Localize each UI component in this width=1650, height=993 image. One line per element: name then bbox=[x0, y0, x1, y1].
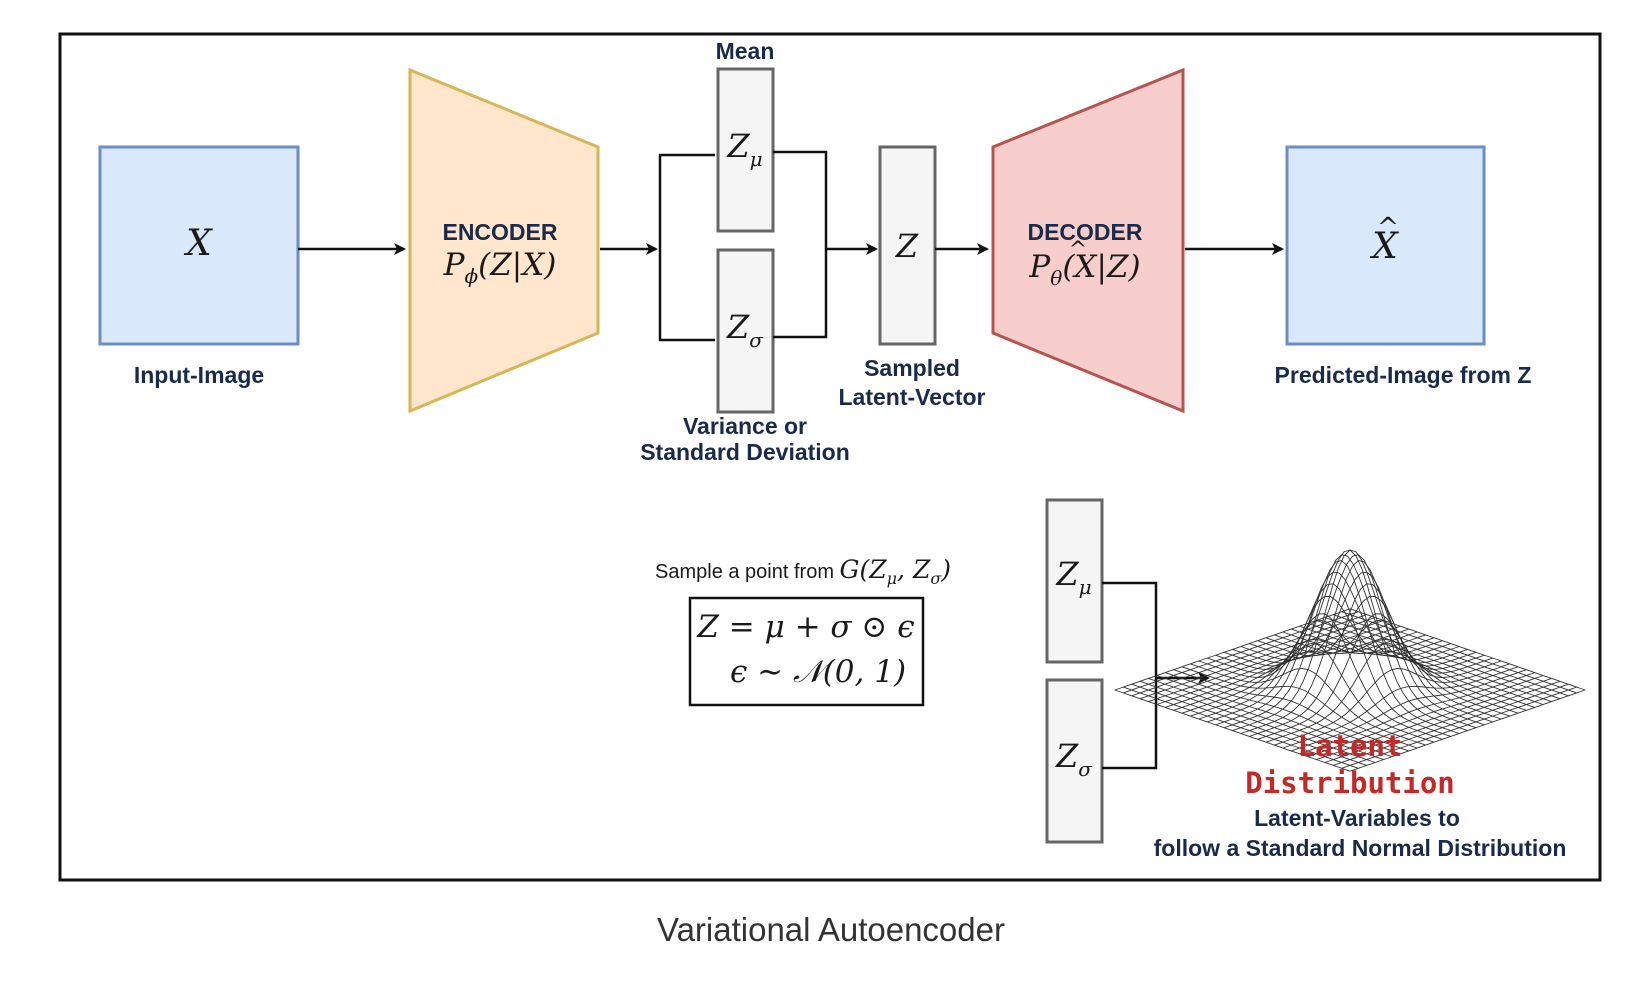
gaussian-mesh-line bbox=[1249, 583, 1485, 737]
latent-mean-box bbox=[1045, 498, 1104, 664]
gaussian-mesh-line bbox=[1148, 677, 1384, 761]
sampling-eq2: ϵ ∼ 𝒩(0, 1) bbox=[730, 654, 906, 690]
split-connector bbox=[658, 153, 715, 342]
gaussian-mesh-line bbox=[1165, 672, 1401, 755]
gaussian-mesh-line bbox=[1131, 683, 1367, 766]
gaussian-mesh-line bbox=[1299, 672, 1535, 755]
decoder-trapezoid bbox=[991, 67, 1185, 414]
input-symbol: X bbox=[183, 223, 213, 264]
mean-label: Mean bbox=[716, 38, 775, 64]
gaussian-mesh-line bbox=[1232, 549, 1468, 732]
gaussian-mesh-line bbox=[1282, 666, 1519, 749]
output-symbol: X bbox=[1369, 226, 1399, 267]
gaussian-mesh-line bbox=[1207, 613, 1443, 740]
latent-sigma-symbol: Zσ bbox=[1055, 737, 1093, 781]
gaussian-mesh-line bbox=[1349, 689, 1586, 772]
gaussian-mesh-line bbox=[1173, 669, 1409, 752]
encoder-trapezoid bbox=[408, 67, 600, 414]
latent-desc-line2: follow a Standard Normal Distribution bbox=[1154, 835, 1567, 861]
latent-title-line2: Distribution bbox=[1245, 766, 1455, 800]
gaussian-mesh-line bbox=[1190, 663, 1426, 746]
figure-caption: Variational Autoencoder bbox=[657, 911, 1005, 948]
latent-title-line1: Latent bbox=[1298, 729, 1403, 763]
decoder-formula: Pθ(X|Z) bbox=[1028, 249, 1140, 290]
output-hat-accent: ^ bbox=[1377, 213, 1399, 243]
sampling-prefix: Sample a point from G(Zμ, Zσ) bbox=[655, 555, 951, 588]
encoder-title: ENCODER bbox=[442, 219, 557, 245]
sampled-latent-box bbox=[878, 145, 937, 346]
gaussian-mesh-line bbox=[1307, 675, 1544, 758]
latent-mean-symbol: Zμ bbox=[1055, 555, 1091, 599]
encoder-formula: Pϕ(Z|X) bbox=[443, 247, 557, 288]
output-image-label: Predicted-Image from Z bbox=[1275, 362, 1532, 388]
variance-label-line2: Standard Deviation bbox=[640, 439, 850, 465]
decoder-xhat-accent: ^ bbox=[1069, 238, 1087, 263]
gaussian-mesh-line bbox=[1181, 666, 1418, 749]
gaussian-mesh-line bbox=[1333, 683, 1569, 766]
gaussian-mesh-line bbox=[1324, 680, 1561, 763]
gaussian-mesh-line bbox=[1215, 583, 1451, 737]
sampled-symbol: Z bbox=[895, 227, 919, 265]
gaussian-surface-mesh bbox=[1114, 549, 1586, 772]
variance-label-line1: Variance or bbox=[683, 413, 807, 439]
latent-desc-line1: Latent-Variables to bbox=[1254, 805, 1460, 831]
input-image-label: Input-Image bbox=[134, 362, 264, 388]
input-image-box bbox=[98, 145, 300, 346]
gaussian-mesh-line bbox=[1240, 560, 1477, 734]
gaussian-mesh-line bbox=[1156, 675, 1393, 758]
sampled-label-line1: Sampled bbox=[864, 355, 960, 381]
variance-box bbox=[716, 248, 775, 414]
gaussian-mesh-line bbox=[1123, 686, 1359, 769]
variance-symbol: Zσ bbox=[726, 308, 764, 352]
sampling-eq1: Z = μ + σ ⊙ ϵ bbox=[696, 609, 914, 645]
gaussian-mesh-line bbox=[1274, 663, 1510, 746]
gaussian-mesh-line bbox=[1291, 669, 1527, 752]
decoder-title: DECODER bbox=[1027, 219, 1142, 245]
merge-connector bbox=[773, 150, 828, 339]
mean-box bbox=[716, 67, 775, 233]
sampling-equation-box bbox=[688, 596, 925, 707]
latent-sigma-box bbox=[1045, 678, 1104, 844]
gaussian-mesh-line bbox=[1341, 686, 1577, 769]
gaussian-mesh-line bbox=[1114, 689, 1351, 772]
gaussian-mesh-line bbox=[1257, 613, 1493, 740]
gaussian-mesh-line bbox=[1223, 560, 1460, 734]
gaussian-mesh-line bbox=[1316, 677, 1552, 761]
mean-symbol: Zμ bbox=[726, 127, 762, 171]
gaussian-mesh-line bbox=[1198, 643, 1435, 743]
sampled-label-line2: Latent-Vector bbox=[839, 384, 986, 410]
output-image-box bbox=[1285, 145, 1486, 346]
gaussian-mesh-line bbox=[1139, 680, 1376, 763]
gaussian-mesh-line bbox=[1265, 643, 1502, 743]
